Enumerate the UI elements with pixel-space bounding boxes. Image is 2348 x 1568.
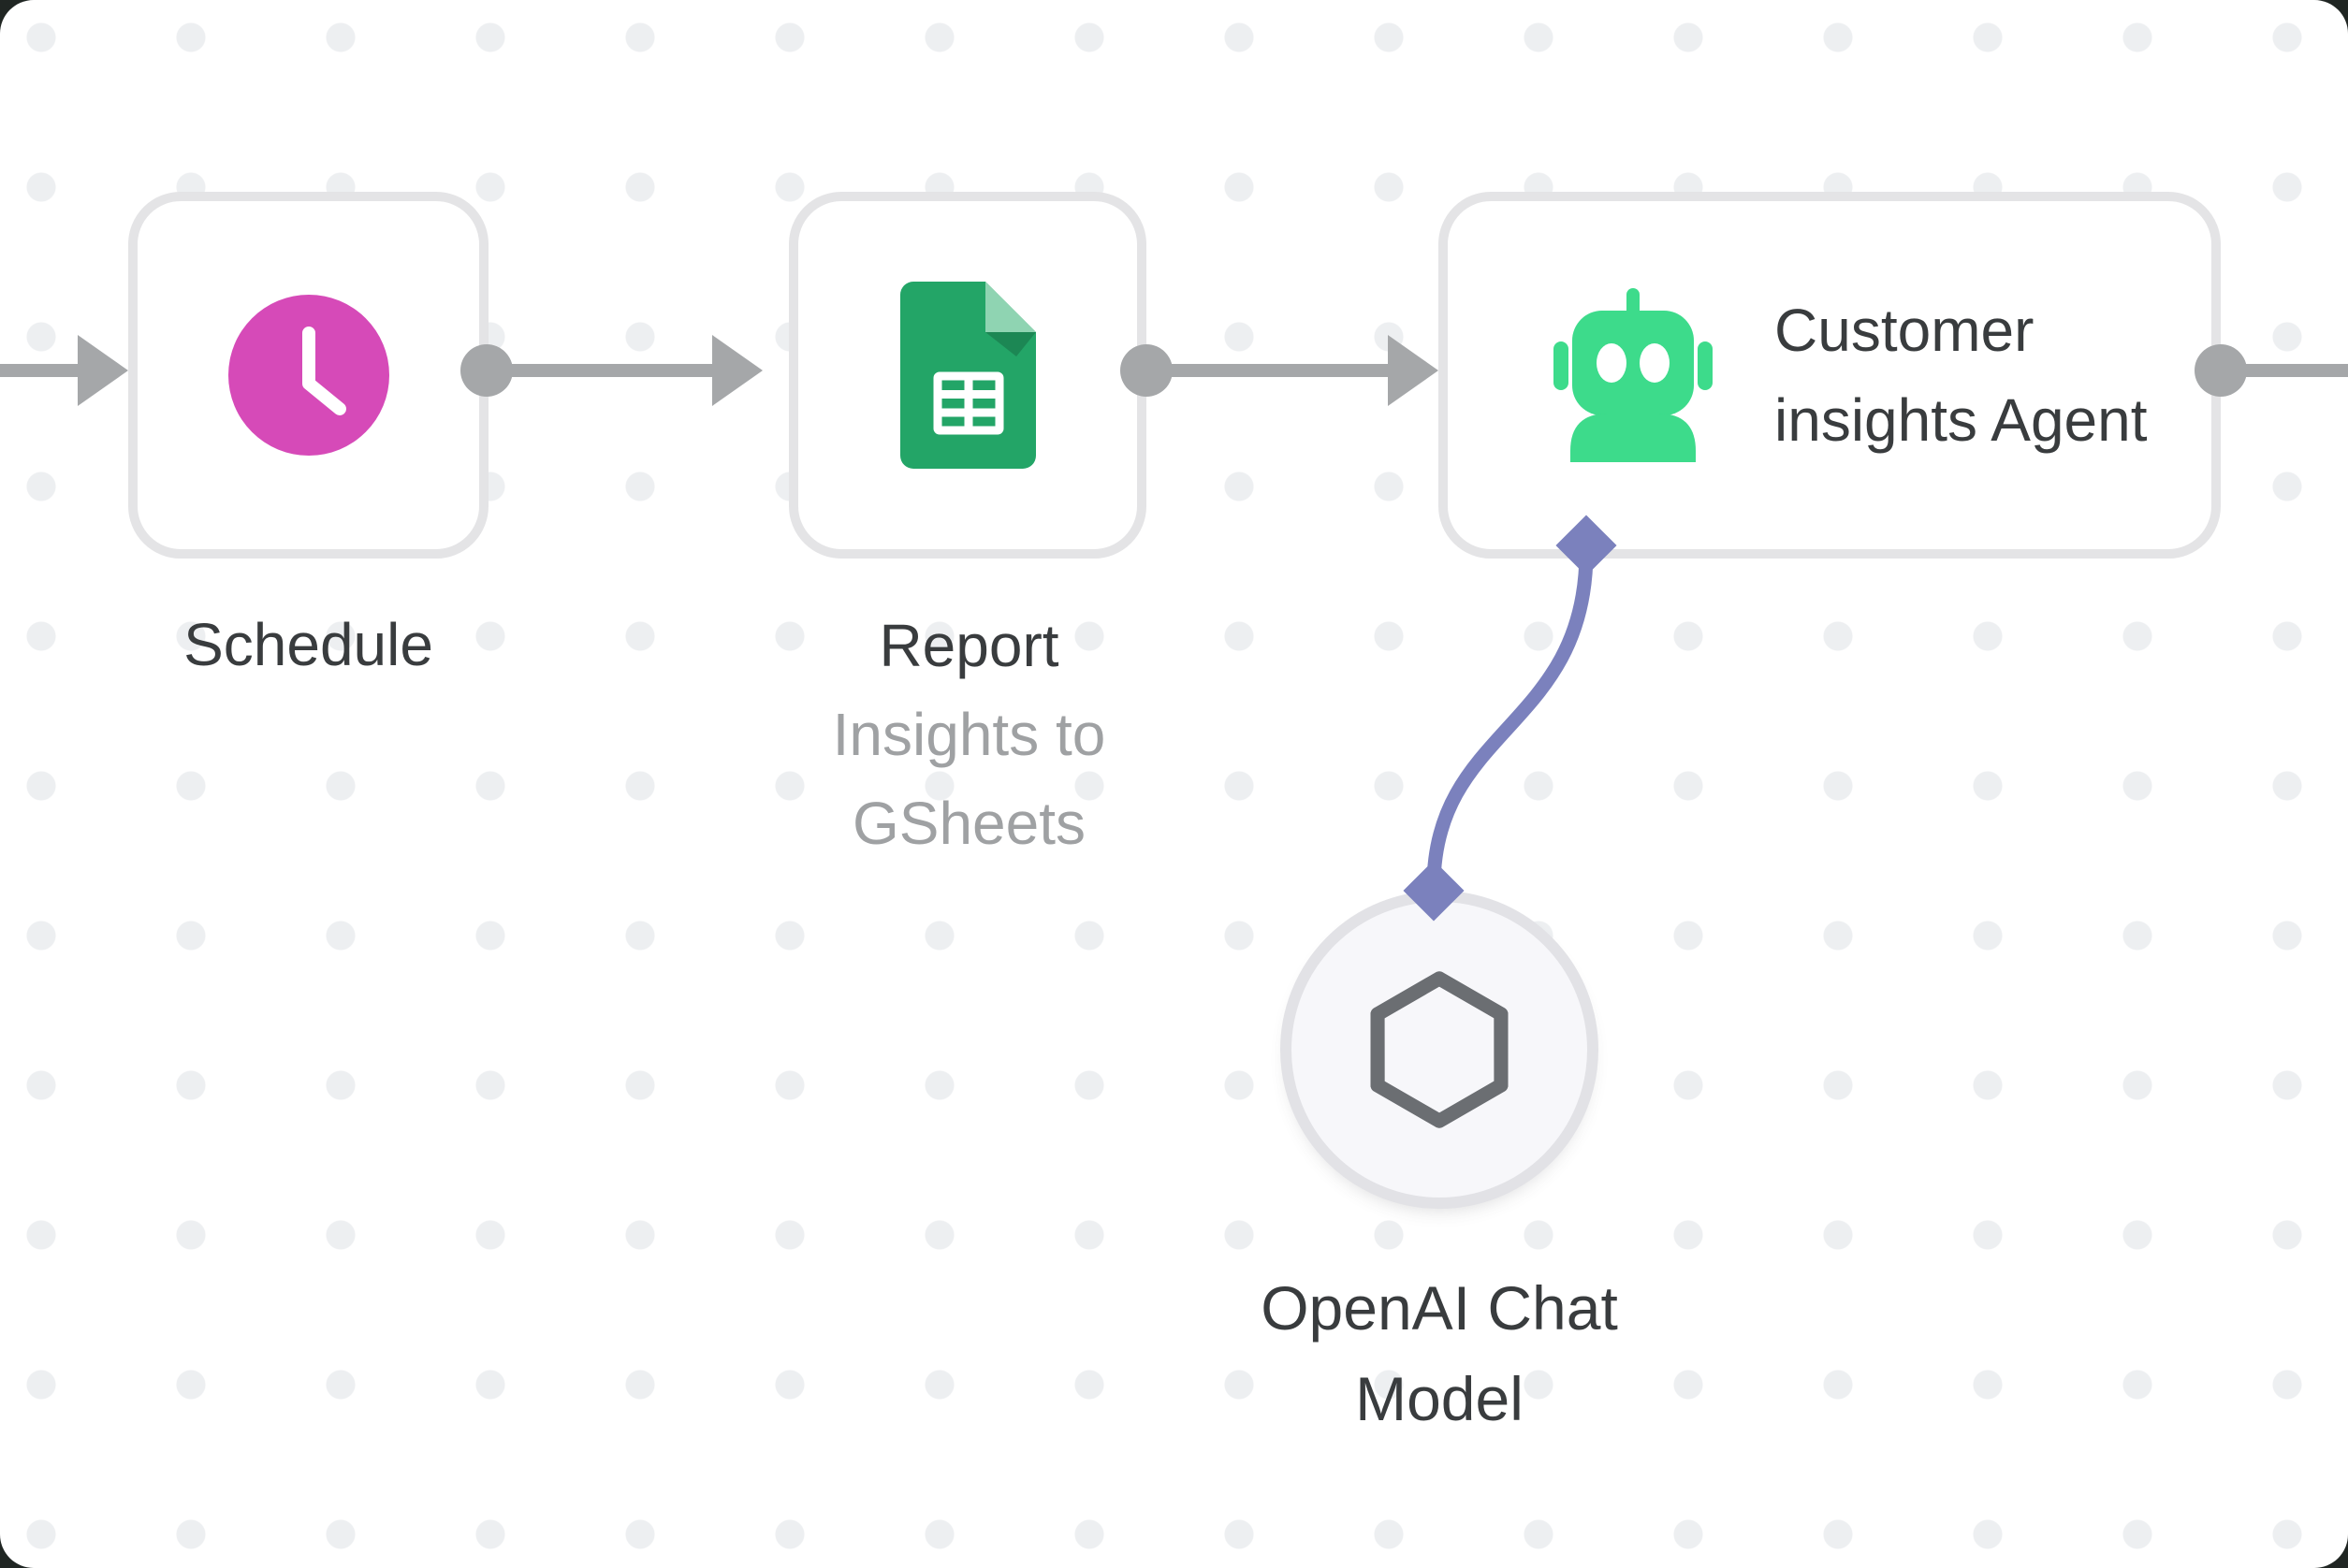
node-schedule-label: Schedule	[91, 601, 526, 690]
node-customer-insights-agent[interactable]: Customer insights Agent	[1438, 192, 2221, 559]
connection-incoming-to-schedule[interactable]	[0, 335, 128, 406]
node-subtitle-line1: Insights to	[832, 701, 1106, 768]
node-report-label: Report Insights to GSheets	[751, 602, 1187, 868]
connection-report-to-agent[interactable]	[1159, 335, 1438, 406]
google-sheets-icon	[899, 282, 1036, 469]
node-openai-label: OpenAI Chat Model	[1205, 1263, 1673, 1445]
clock-icon	[227, 295, 389, 456]
arrowhead-icon	[1388, 335, 1438, 406]
arrowhead-icon	[712, 335, 763, 406]
node-title-line1: OpenAI Chat	[1261, 1273, 1618, 1343]
node-title: Schedule	[183, 611, 433, 678]
arrowhead-icon	[78, 335, 128, 406]
node-title: Report	[879, 612, 1059, 679]
node-agent-label: Customer insights Agent	[1774, 285, 2148, 465]
node-title-line2: insights Agent	[1774, 386, 2148, 454]
robot-icon	[1553, 288, 1713, 462]
node-subtitle-line2: GSheets	[852, 790, 1086, 857]
openai-icon	[1370, 971, 1509, 1128]
node-title-line2: Model	[1355, 1364, 1524, 1433]
connection-schedule-to-report[interactable]	[500, 335, 763, 406]
node-openai-chat-model[interactable]	[1280, 891, 1598, 1209]
node-schedule[interactable]	[128, 192, 489, 559]
node-report[interactable]	[789, 192, 1146, 559]
node-title-line1: Customer	[1774, 297, 2034, 364]
connection-openai-to-agent[interactable]	[1403, 515, 1617, 922]
